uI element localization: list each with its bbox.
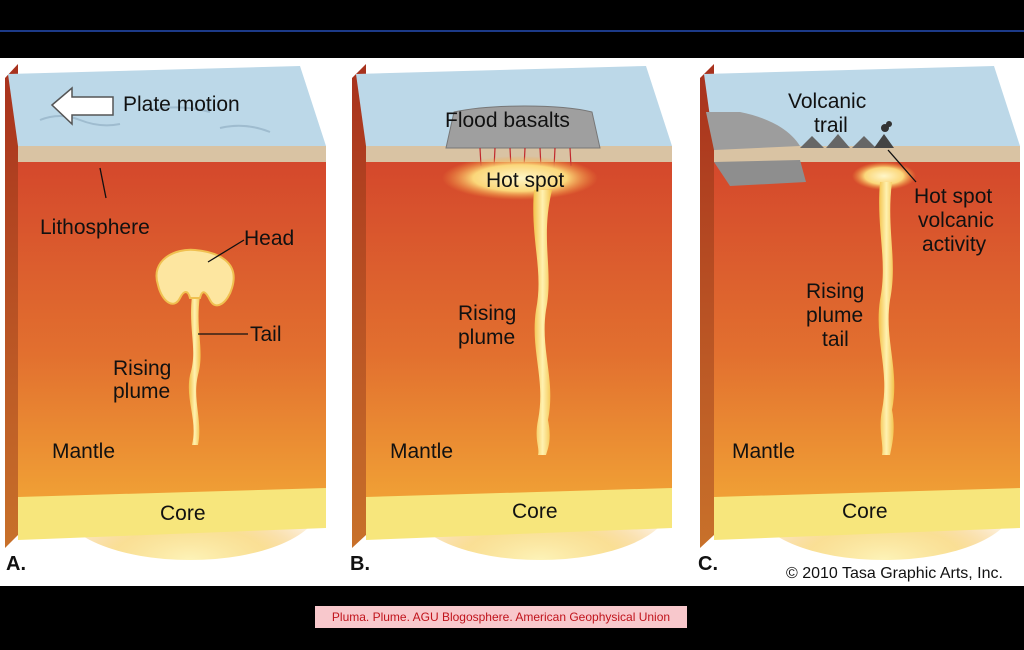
panel-b: Flood basalts Hot spot Rising plume Mant… bbox=[350, 64, 672, 575]
core-layer bbox=[18, 488, 326, 540]
copyright-text: © 2010 Tasa Graphic Arts, Inc. bbox=[786, 565, 1003, 582]
plume-tail bbox=[188, 296, 201, 445]
rising-plume-label-line2: plume bbox=[113, 380, 170, 403]
active-volcano-icon bbox=[874, 134, 894, 148]
hot-spot-glow bbox=[442, 156, 598, 200]
volcanic-trail-cones bbox=[800, 134, 876, 148]
source-caption: Pluma. Plume. AGU Blogosphere. American … bbox=[315, 606, 687, 628]
plate-motion-arrow bbox=[50, 86, 114, 126]
plume-stem bbox=[533, 190, 552, 455]
mantle-label: Mantle bbox=[52, 440, 115, 463]
panel-a: Plate motion Lithosphere Head Tail Risin… bbox=[5, 64, 326, 575]
plate-motion-label: Plate motion bbox=[123, 93, 240, 116]
rising-plume-label-line1: Rising bbox=[458, 302, 516, 325]
hot-spot-label: Hot spot bbox=[486, 169, 564, 192]
hot-spot-activity-label-line2: volcanic bbox=[918, 209, 994, 232]
rising-plume-tail-label-line1: Rising bbox=[806, 280, 864, 303]
hot-spot-glow bbox=[852, 162, 916, 190]
panel-a-letter: A. bbox=[6, 553, 26, 575]
mantle-label: Mantle bbox=[732, 440, 795, 463]
core-layer bbox=[714, 488, 1020, 540]
flood-basalt-plateau bbox=[445, 105, 601, 149]
volcanic-trail-label-line1: Volcanic bbox=[788, 90, 866, 113]
panel-c-letter: C. bbox=[698, 553, 718, 575]
rising-plume-label-line2: plume bbox=[458, 326, 515, 349]
rising-plume-label-line1: Rising bbox=[113, 357, 171, 380]
core-label: Core bbox=[160, 502, 206, 525]
core-layer bbox=[366, 488, 672, 540]
tail-label: Tail bbox=[250, 323, 282, 346]
lithosphere-layer bbox=[714, 146, 1020, 162]
lithosphere-label: Lithosphere bbox=[40, 216, 150, 239]
flood-basalts-label: Flood basalts bbox=[445, 109, 570, 132]
head-label: Head bbox=[244, 227, 294, 250]
plateau-remnant bbox=[706, 112, 800, 150]
rising-plume-tail-label-line2: plume bbox=[806, 304, 863, 327]
core-label: Core bbox=[842, 500, 888, 523]
hot-spot-activity-label-line3: activity bbox=[922, 233, 987, 256]
volcanic-trail-label-line2: trail bbox=[814, 114, 848, 137]
plume-head bbox=[155, 248, 235, 307]
surface bbox=[704, 66, 1020, 146]
hot-spot-activity-label-line1: Hot spot bbox=[914, 185, 992, 208]
lithosphere-layer bbox=[366, 146, 672, 162]
rising-plume-tail-label-line3: tail bbox=[822, 328, 849, 351]
mantle-label: Mantle bbox=[390, 440, 453, 463]
panel-c: Volcanic trail Hot spot volcanic activit… bbox=[698, 64, 1020, 575]
core-label: Core bbox=[512, 500, 558, 523]
plume-tail bbox=[878, 182, 895, 455]
lithosphere-layer bbox=[18, 146, 326, 162]
panel-b-letter: B. bbox=[350, 553, 370, 575]
